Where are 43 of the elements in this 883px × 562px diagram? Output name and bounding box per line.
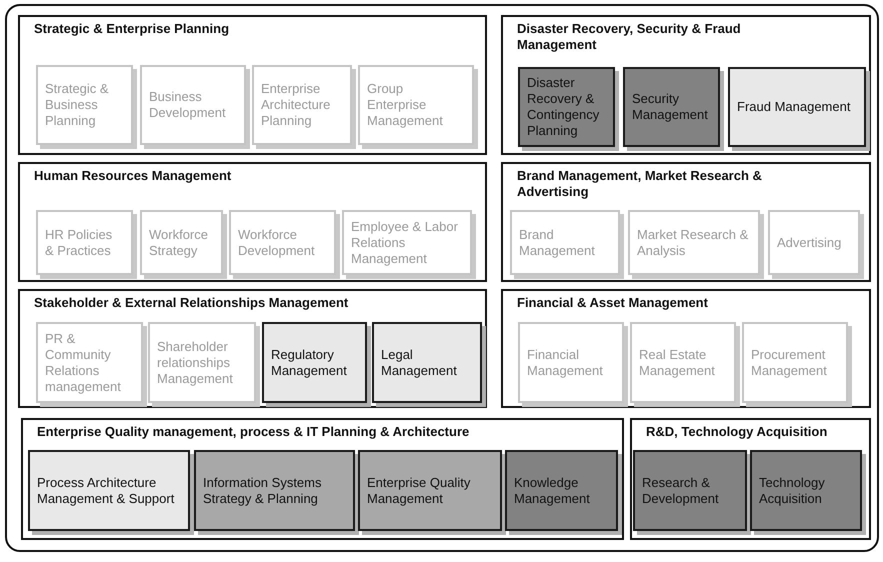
group-heading: Financial & Asset Management [517,295,708,311]
function-label: PR & Community Relations management [45,330,122,394]
group-panel [18,15,487,155]
group-panel [501,162,871,282]
group-heading: Stakeholder & External Relationships Management [34,295,348,311]
function-label: Disaster Recovery & Contingency Planning [527,75,600,139]
group-panel [18,289,487,408]
function-label: Workforce Development [238,226,316,258]
function-label: Process Architecture Management & Support [37,474,176,506]
group-heading: Brand Management, Market Research & Advertising [517,168,763,200]
function-label: Strategic & Business Planning [45,81,110,129]
group-panel [21,418,624,540]
function-label: Financial Management [527,346,604,378]
function-label: Brand Management [519,226,596,258]
group-heading: Strategic & Enterprise Planning [34,21,230,37]
group-heading: Enterprise Quality management, process & IT Planning & Architecture [37,424,470,440]
function-label: Technology Acquisition [759,474,826,506]
function-label: Information Systems Strategy & Planning [203,474,322,506]
function-label: Regulatory Management [271,346,348,378]
group-panel [501,289,871,408]
function-label: Enterprise Quality Management [367,474,472,506]
function-label: Legal Management [381,346,458,378]
function-label: Market Research & Analysis [637,226,750,258]
function-label: Fraud Management [737,99,850,115]
function-label: Workforce Strategy [149,226,209,258]
group-heading: Human Resources Management [34,168,232,184]
group-heading: R&D, Technology Acquisition [646,424,828,440]
function-label: Knowledge Management [514,474,591,506]
function-label: Security Management [632,91,709,123]
function-label: Shareholder relationships Management [157,338,234,386]
group-heading: Disaster Recovery, Security & Fraud Management [517,21,742,53]
function-label: Real Estate Management [639,346,716,378]
function-label: Enterprise Architecture Planning [261,81,332,129]
group-panel [630,418,871,540]
group-panel [18,162,487,282]
function-label: Procurement Management [751,346,828,378]
group-panel [501,15,871,155]
function-label: Research & Development [642,474,720,506]
function-label: Advertising [777,234,842,250]
function-label: Business Development [149,89,227,121]
function-label: Employee & Labor Relations Management [351,218,459,266]
function-label: HR Policies & Practices [45,226,114,258]
function-label: Group Enterprise Management [367,81,444,129]
